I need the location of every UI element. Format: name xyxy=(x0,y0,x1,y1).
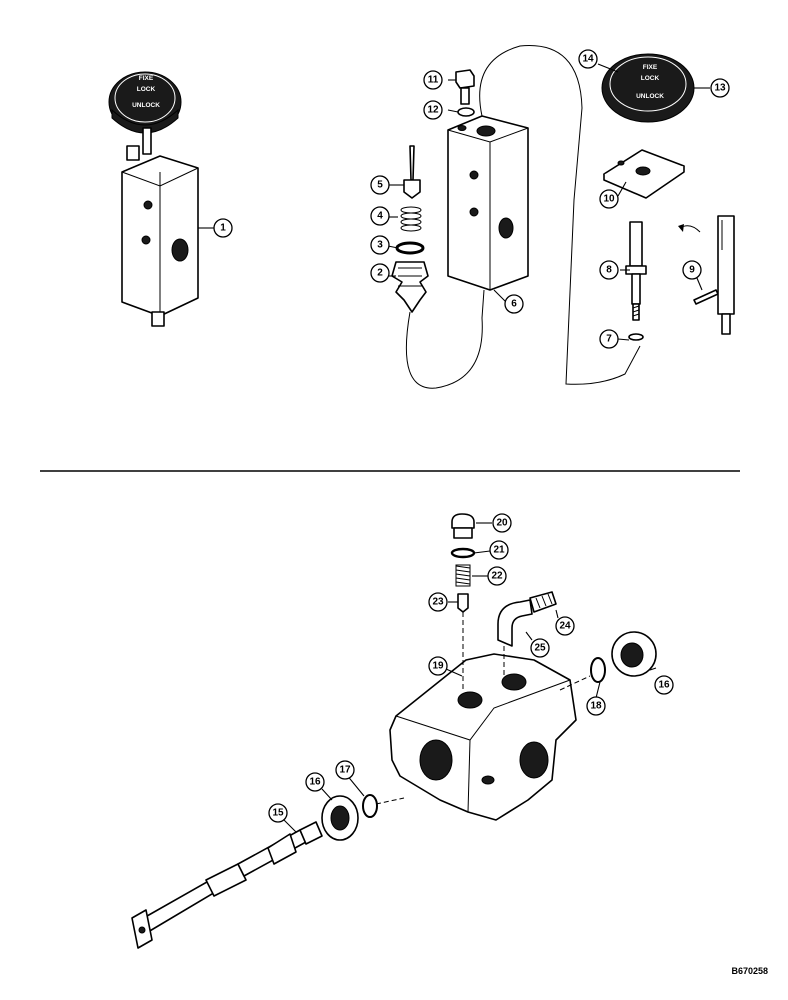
knob2-label-fixe: FIXE xyxy=(643,64,658,71)
svg-text:7: 7 xyxy=(606,334,612,345)
svg-text:5: 5 xyxy=(377,180,383,191)
svg-text:25: 25 xyxy=(534,643,546,654)
assembled-valve: FIXE LOCK UNLOCK xyxy=(108,71,199,327)
svg-text:2: 2 xyxy=(377,268,383,279)
callout-2: 2 xyxy=(370,263,390,283)
callout-13: 13 xyxy=(710,78,730,98)
svg-text:3: 3 xyxy=(377,240,383,251)
svg-text:16: 16 xyxy=(658,680,670,691)
svg-text:17: 17 xyxy=(339,765,351,776)
svg-text:23: 23 xyxy=(432,597,444,608)
callout-7: 7 xyxy=(599,329,619,349)
svg-text:15: 15 xyxy=(272,808,284,819)
callout-4: 4 xyxy=(370,206,390,226)
callout-25: 25 xyxy=(530,638,550,658)
svg-text:20: 20 xyxy=(496,518,508,529)
callout-3: 3 xyxy=(370,235,390,255)
svg-text:11: 11 xyxy=(428,75,439,86)
callout-11: 11 xyxy=(423,70,443,90)
callout-17: 17 xyxy=(335,760,355,780)
drawing-code: B670258 xyxy=(731,966,768,976)
callout-10: 10 xyxy=(599,189,619,209)
callout-9: 9 xyxy=(682,260,702,280)
svg-text:18: 18 xyxy=(590,701,602,712)
knob2-label-lock: LOCK xyxy=(641,75,660,82)
knob-assembly-exploded: FIXE LOCK UNLOCK xyxy=(601,53,735,341)
callout-23: 23 xyxy=(428,592,448,612)
callout-leaders xyxy=(198,63,710,833)
callout-19: 19 xyxy=(428,656,448,676)
callout-5: 5 xyxy=(370,175,390,195)
callout-6: 6 xyxy=(504,294,524,314)
knob-label-fixe: FIXE xyxy=(139,75,154,82)
svg-text:13: 13 xyxy=(714,83,726,94)
valve-body-exploded xyxy=(391,45,641,389)
svg-text:12: 12 xyxy=(427,105,439,116)
svg-text:9: 9 xyxy=(689,265,695,276)
callout-20: 20 xyxy=(492,513,512,533)
svg-text:24: 24 xyxy=(559,621,571,632)
callout-12: 12 xyxy=(423,100,443,120)
knob2-label-unlock: UNLOCK xyxy=(636,93,664,100)
svg-text:14: 14 xyxy=(582,54,594,65)
callout-1: 1 xyxy=(213,218,233,238)
manifold-exploded xyxy=(131,513,657,949)
knob-label-unlock: UNLOCK xyxy=(132,102,160,109)
callout-16-left: 16 xyxy=(305,772,325,792)
svg-text:22: 22 xyxy=(491,571,503,582)
callout-21: 21 xyxy=(489,540,509,560)
svg-text:19: 19 xyxy=(432,661,444,672)
callout-15: 15 xyxy=(268,803,288,823)
svg-text:10: 10 xyxy=(603,194,615,205)
svg-text:6: 6 xyxy=(511,299,517,310)
svg-text:21: 21 xyxy=(493,545,505,556)
svg-text:4: 4 xyxy=(377,211,383,222)
callout-22: 22 xyxy=(487,566,507,586)
svg-text:16: 16 xyxy=(309,777,321,788)
callout-8: 8 xyxy=(599,260,619,280)
svg-text:1: 1 xyxy=(220,223,226,234)
knob-label-lock: LOCK xyxy=(137,86,156,93)
callout-14: 14 xyxy=(578,49,598,69)
callout-16-right: 16 xyxy=(654,675,674,695)
callout-18: 18 xyxy=(586,696,606,716)
svg-text:8: 8 xyxy=(606,265,612,276)
callout-24: 24 xyxy=(555,616,575,636)
